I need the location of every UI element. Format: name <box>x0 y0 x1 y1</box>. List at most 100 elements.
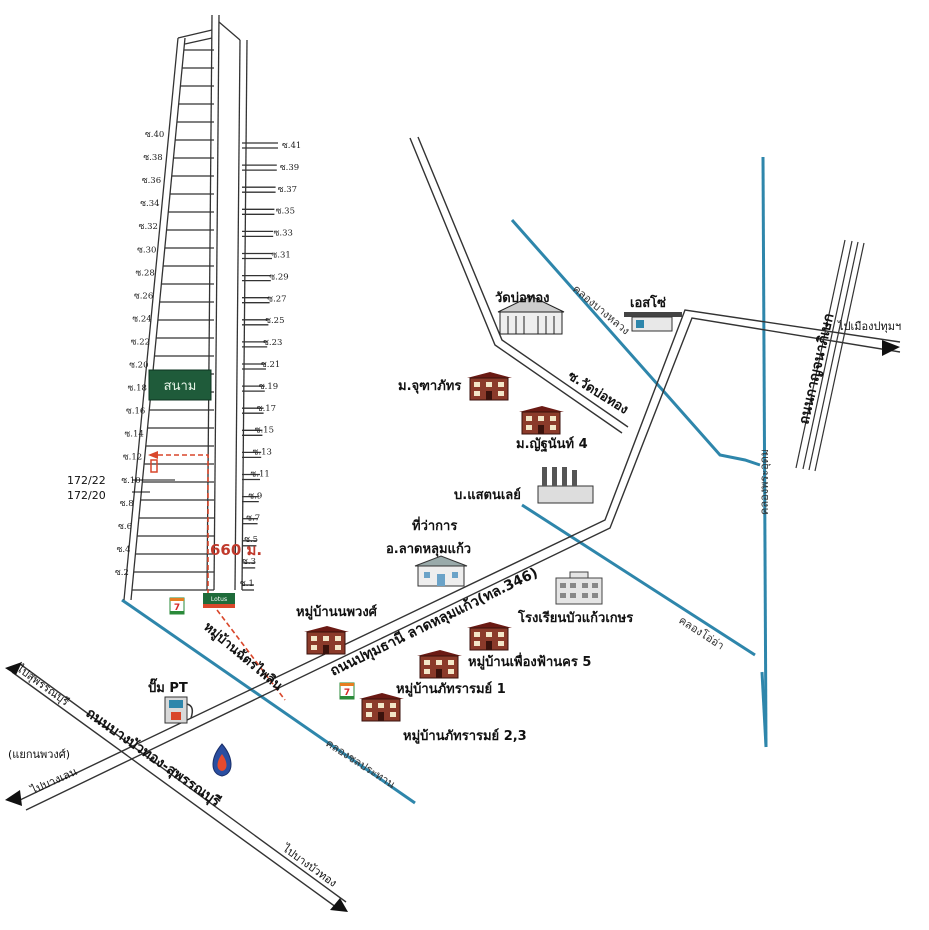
wat-label: วัดบ่อทอง <box>495 291 550 306</box>
house-marker <box>150 459 158 473</box>
svg-text:7: 7 <box>344 688 350 698</box>
canal-bang-luang-label: คลองบางหลวง <box>570 282 632 337</box>
canal-phra-udom <box>761 156 768 748</box>
arrow-banglen-icon <box>5 790 22 806</box>
soi-right-labels: ซ.41 ซ.39 ซ.37 ซ.35 ซ.33 ซ.31 ซ.29 ซ.27 ซ.25 ซ.23… <box>240 141 301 589</box>
soi-left-label: ซ.34 <box>140 199 159 209</box>
grid-road <box>213 14 220 591</box>
distance-label: 660 ม. <box>210 541 262 559</box>
soi-right-label: ซ.41 <box>282 141 301 151</box>
soi-left-label: ซ.28 <box>136 268 155 278</box>
soi-right-label: ซ.1 <box>240 579 254 589</box>
dir-pathum: ไปเมืองปทุมฯ <box>837 320 901 333</box>
soi-left-label: ซ.38 <box>143 153 162 163</box>
soi-right-label: ซ.5 <box>244 535 258 545</box>
village-house-icon <box>417 650 462 679</box>
route-arrow-icon <box>148 451 158 459</box>
soi-right-label: ซ.21 <box>261 360 280 370</box>
soi-left-label: ซ.32 <box>139 222 158 232</box>
district-office-label-2: อ.ลาดหลุมแก้ว <box>386 541 471 557</box>
dir-suphan: ไปสุพรรณบุรี <box>13 661 71 708</box>
village-house-icon <box>519 406 564 435</box>
yaek-label: (แยกนพวงศ์) <box>8 748 70 761</box>
soi-left-label: ซ.22 <box>131 337 150 347</box>
soi-left-labels: ซ.40 ซ.38 ซ.36 ซ.34 ซ.32 ซ.30 ซ.28 ซ.26 ซ.24 ซ.22… <box>115 130 164 578</box>
road-soi-wat-label: ซ.วัดบ่อทอง <box>565 369 631 418</box>
soi-right-label: ซ.17 <box>257 404 276 414</box>
soi-left-label: ซ.26 <box>134 291 153 301</box>
soi-left-label: ซ.24 <box>132 314 151 324</box>
houses <box>304 372 564 722</box>
soi-left-label: ซ.20 <box>129 361 148 371</box>
road-soi-wat <box>409 136 629 434</box>
soi-left-label: ซ.4 <box>117 545 131 555</box>
soi-right-label: ซ.35 <box>276 207 295 217</box>
svg-text:7: 7 <box>174 603 180 613</box>
soi-right-label: ซ.25 <box>265 316 284 326</box>
yanun-label: ม.ญัฐนันท์ 4 <box>516 436 588 453</box>
phattharam23-label: หมู่บ้านภัทรารมย์ 2,3 <box>403 728 527 744</box>
district-office-icon <box>414 555 468 587</box>
road-346 <box>19 309 901 811</box>
village-house-icon <box>359 693 404 722</box>
soi-right-label: ซ.37 <box>278 185 297 195</box>
noppawong-label: หมู่บ้านนพวงศ์ <box>296 604 378 620</box>
dir-bangbuathong: ไปบางบัวทอง <box>279 841 339 889</box>
soi-left-label: ซ.8 <box>120 499 134 509</box>
gas-station-icon <box>624 312 682 332</box>
pt-pump-icon <box>164 696 194 724</box>
factory-icon <box>537 467 594 504</box>
soi-left-label: ซ.16 <box>126 407 145 417</box>
esso-label: เอสโซ่ <box>630 294 666 311</box>
village-grid <box>123 14 278 601</box>
road-kanchanaphisek <box>795 239 865 472</box>
village-house-icon <box>467 622 512 651</box>
grid-road <box>130 37 186 601</box>
soi-left-label: ซ.10 <box>121 476 140 486</box>
seven-eleven-icon: 7 <box>339 682 355 700</box>
soi-right-label: ซ.7 <box>246 513 260 523</box>
road-bangbuathong-suphan <box>11 663 347 911</box>
soi-left-label: ซ.36 <box>142 176 161 186</box>
soi-left-label: ซ.14 <box>124 430 143 440</box>
soi-left-label: ซ.30 <box>137 245 156 255</box>
grid-road <box>184 37 213 45</box>
grid-road <box>123 37 179 601</box>
soi-right-label: ซ.27 <box>267 294 286 304</box>
grid-road <box>177 29 213 39</box>
temple-icon <box>497 295 565 335</box>
soi-left-label: ซ.12 <box>123 453 142 463</box>
seven-eleven-icon: 7 <box>169 597 185 615</box>
school-label: โรงเรียนบัวแก้วเกษร <box>517 609 633 626</box>
arrow-pathum-icon <box>882 340 900 356</box>
arrow-suphan-icon <box>5 662 22 675</box>
soi-right-label: ซ.29 <box>269 272 288 282</box>
grid-road <box>218 21 241 41</box>
address-172-20: 172/20 <box>67 489 106 502</box>
dir-banglen: ไปบางเลน <box>28 765 79 797</box>
address-172-22: 172/22 <box>67 474 106 487</box>
canal-phra-udom-label: คลองพระอุดม <box>758 449 771 515</box>
district-office-label-1: ที่ว่าการ <box>412 516 457 534</box>
soi-right-label: ซ.39 <box>280 163 299 173</box>
school-icon <box>555 571 603 605</box>
route-path <box>150 454 286 701</box>
ptt-logo-icon <box>212 743 232 777</box>
soi-left-label: ซ.6 <box>118 522 132 532</box>
field-label: สนาม <box>164 379 197 394</box>
soi-right-label: ซ.13 <box>253 448 272 458</box>
village-house-icon <box>467 372 512 401</box>
soi-right-label: ซ.33 <box>274 229 293 239</box>
soi-right-label: ซ.11 <box>251 470 270 480</box>
soi-left-label: ซ.40 <box>145 130 164 140</box>
soi-right-label: ซ.23 <box>263 338 282 348</box>
road-bangbuathong-label: ถนนบางบัวทอง-สุพรรณบุรี <box>83 705 224 810</box>
soi-right-label: ซ.31 <box>272 251 291 261</box>
soi-right-label: ซ.3 <box>242 557 256 567</box>
santonley-label: บ.แสตนเลย์ <box>454 487 521 503</box>
canal-west-small <box>760 671 768 748</box>
soi-right-label: ซ.19 <box>259 382 278 392</box>
canals <box>121 156 768 805</box>
soi-left-label: ซ.18 <box>128 384 147 394</box>
